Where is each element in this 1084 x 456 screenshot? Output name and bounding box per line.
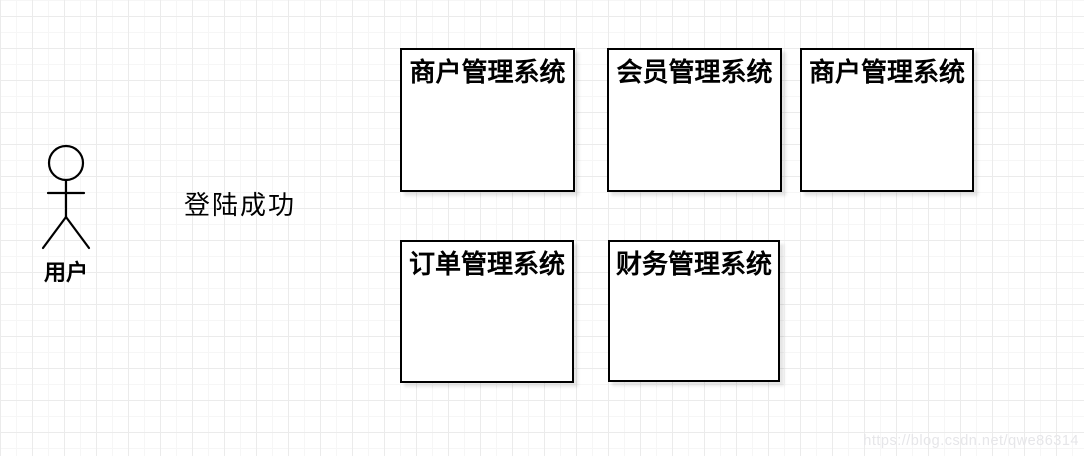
system-box-label: 会员管理系统	[616, 57, 773, 87]
system-box-order: 订单管理系统	[400, 240, 574, 383]
actor-label: 用户	[43, 260, 88, 285]
actor-right-leg	[64, 215, 91, 250]
system-box-label: 订单管理系统	[408, 249, 565, 279]
message-text: 登陆成功	[184, 190, 297, 220]
system-box-label: 商户管理系统	[808, 57, 965, 87]
system-box-merchant-1: 商户管理系统	[400, 48, 575, 192]
watermark-text: https://blog.csdn.net/qwe86314	[863, 433, 1079, 449]
stick-figure-actor-icon	[41, 144, 91, 250]
system-box-label: 财务管理系统	[615, 249, 772, 279]
system-box-merchant-2: 商户管理系统	[800, 48, 974, 192]
system-box-label: 商户管理系统	[409, 57, 566, 87]
actor-left-leg	[41, 215, 68, 250]
actor-head	[47, 144, 85, 182]
system-box-finance: 财务管理系统	[608, 240, 780, 382]
system-box-member: 会员管理系统	[607, 48, 782, 192]
